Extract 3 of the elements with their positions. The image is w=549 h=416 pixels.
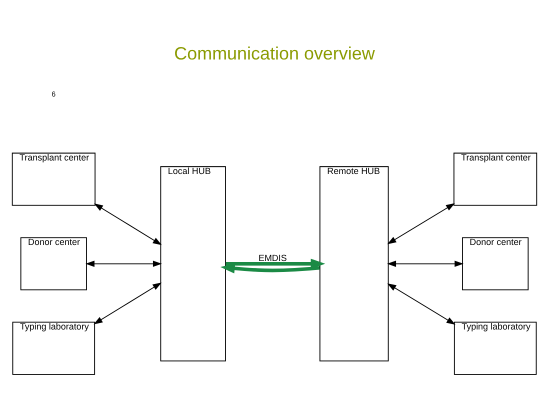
diagram-title: Communication overview (174, 44, 375, 64)
label: 6 (52, 89, 56, 98)
edge-label: EMDIS (258, 253, 287, 264)
